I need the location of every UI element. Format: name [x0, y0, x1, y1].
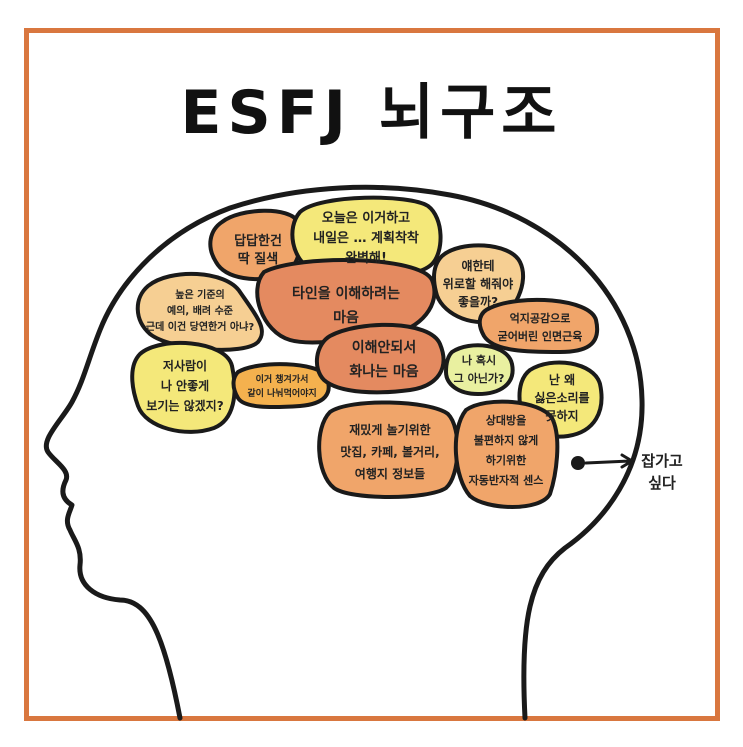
text-acquaintance: 억지공감으로 굳어버린 인면근육 [498, 311, 583, 343]
text-sense-4: 자동반자적 센스 [469, 473, 544, 487]
blob-acquaintance [477, 297, 600, 355]
blob-mistake [443, 343, 515, 397]
text-mindset-2: 나 안좋게 [161, 378, 209, 393]
blob-standards [135, 271, 264, 352]
text-advice-3: 좋을까? [458, 294, 498, 309]
text-angry: 이해안되서 화나는 마음 [349, 339, 418, 380]
blob-mindset [130, 341, 237, 434]
text-frustrated-2: 딱 질색 [238, 251, 278, 267]
blob-sense [453, 399, 560, 509]
text-acquaintance-2: 굳어버린 인면근육 [498, 329, 583, 343]
text-plan-2: 내일은 … 계획착착 [313, 230, 419, 246]
head-outline [43, 184, 645, 721]
text-advice: 얘한테 위로할 해줘야 좋을까? [443, 258, 513, 309]
text-cant-say-2: 싫은소리를 [534, 390, 589, 405]
text-mistake-1: 나 혹시 [462, 353, 496, 367]
blob-share [231, 362, 331, 410]
text-share-1: 이거 챙겨가서 [256, 373, 309, 385]
text-standards-3: 근데 이건 당연한거 아냐? [146, 320, 254, 333]
text-mindset-3: 보기는 않겠지? [146, 398, 223, 413]
pointer-arrow [584, 453, 634, 469]
blob-angry [314, 322, 446, 395]
text-cant-say-3: 못하지 [545, 408, 578, 423]
pointer-dot [571, 456, 585, 470]
text-mindset-1: 저사람이 [163, 358, 207, 373]
text-standards-2: 예의, 배려 수준 [167, 304, 233, 317]
text-understand-1: 타인을 이해하려는 [292, 285, 400, 302]
text-plan-3: 완벽해! [345, 250, 387, 266]
text-fun: 재밌게 놀기위한 맛집, 카페, 볼거리, 여행지 정보들 [340, 422, 439, 481]
text-angry-1: 이해안되서 [352, 339, 416, 356]
pointer-label-1: 잡가고 [641, 452, 683, 470]
text-mistake: 나 혹시 그 아닌가? [454, 353, 505, 385]
text-cant-say-1: 난 왜 [549, 372, 575, 387]
text-acquaintance-1: 억지공감으로 [510, 311, 571, 325]
text-advice-2: 위로할 해줘야 [443, 276, 513, 291]
text-share-2: 같이 나눠먹어야지 [247, 387, 316, 399]
text-sense-2: 불편하지 않게 [474, 433, 539, 447]
text-mistake-2: 그 아닌가? [454, 371, 505, 385]
pointer-label: 잡가고 싶다 [641, 452, 683, 492]
text-fun-2: 맛집, 카페, 볼거리, [340, 444, 439, 459]
text-frustrated: 답답한건 딱 질색 [234, 233, 282, 267]
text-standards: 높은 기준의 예의, 배려 수준 근데 이건 당연한거 아냐? [146, 288, 254, 333]
blob-fun [317, 400, 460, 499]
text-understand-2: 마음 [333, 310, 359, 326]
text-advice-1: 얘한테 [461, 258, 494, 273]
text-angry-2: 화나는 마음 [349, 364, 418, 380]
text-standards-1: 높은 기준의 [175, 288, 224, 301]
text-cant-say: 난 왜 싫은소리를 못하지 [534, 372, 589, 423]
page-title: ESFJ 뇌구조 [180, 78, 563, 148]
text-frustrated-1: 답답한건 [234, 233, 282, 249]
text-sense-1: 상대방을 [486, 413, 526, 427]
pointer-label-2: 싶다 [648, 474, 676, 492]
text-share: 이거 챙겨가서 같이 나눠먹어야지 [247, 373, 316, 399]
text-fun-3: 여행지 정보들 [355, 466, 425, 481]
text-understand: 타인을 이해하려는 마음 [292, 285, 400, 326]
text-plan: 오늘은 이거하고 내일은 … 계획착착 완벽해! [313, 210, 419, 266]
text-sense-3: 하기위한 [486, 453, 526, 467]
text-plan-1: 오늘은 이거하고 [322, 210, 410, 226]
text-sense: 상대방을 불편하지 않게 하기위한 자동반자적 센스 [469, 413, 544, 487]
text-mindset: 저사람이 나 안좋게 보기는 않겠지? [146, 358, 223, 413]
text-fun-1: 재밌게 놀기위한 [349, 422, 430, 437]
